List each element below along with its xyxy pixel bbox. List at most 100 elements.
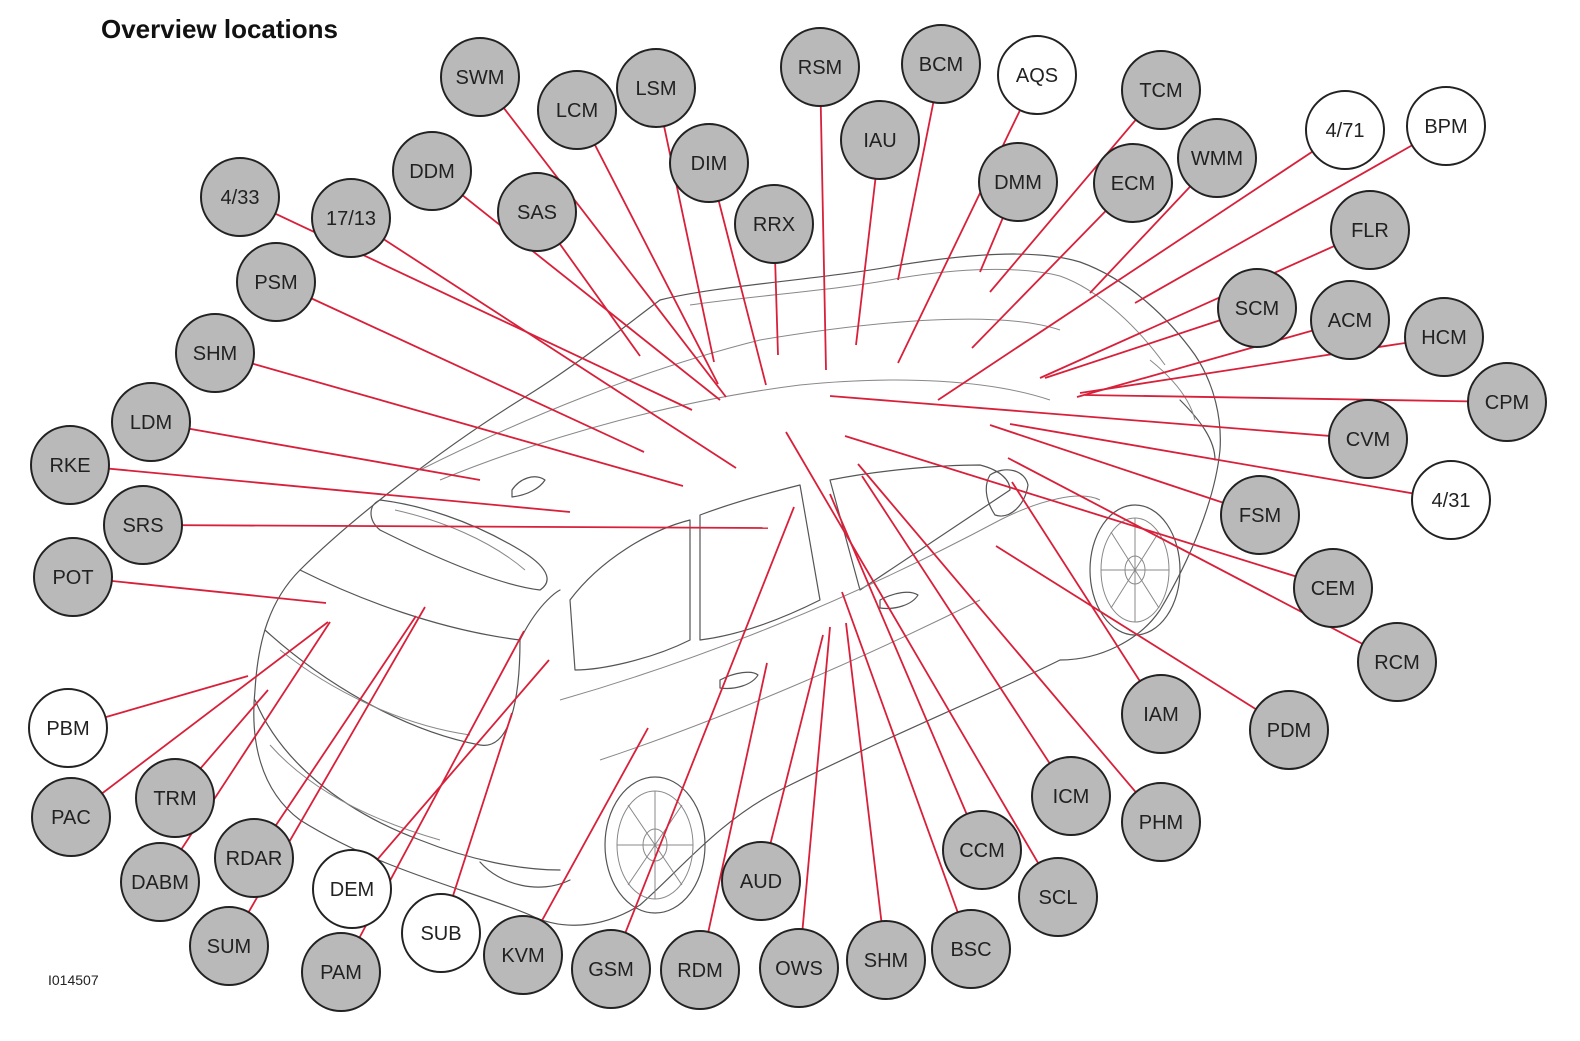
module-circle-rdar (214, 818, 294, 898)
module-label-hcm: HCM (1421, 327, 1467, 349)
module-label-flr: FLR (1351, 220, 1389, 242)
leader-line-gsm (610, 506, 795, 970)
module-circle-iam (1121, 674, 1201, 754)
leader-line-flr (1039, 229, 1371, 379)
module-label-cem: CEM (1311, 578, 1355, 600)
module-label-ows: OWS (775, 958, 823, 980)
leader-line-shm (214, 352, 684, 487)
leader-line-acm (1076, 319, 1351, 398)
module-label-rdar: RDAR (226, 848, 283, 870)
module-node-dmm: DMM (978, 142, 1058, 222)
module-node-rke: RKE (30, 425, 110, 505)
page-title: Overview locations (101, 14, 338, 44)
module-circle-lcm (537, 70, 617, 150)
module-label-bsc: BSC (950, 939, 991, 961)
module-label-bpm: BPM (1424, 116, 1467, 138)
module-label-tcm: TCM (1139, 80, 1182, 102)
module-circle-acm (1310, 280, 1390, 360)
leader-line-lcm (576, 109, 719, 385)
module-node-ldm: LDM (111, 382, 191, 462)
module-label-sub: SUB (420, 923, 461, 945)
module-label-ecm: ECM (1111, 173, 1155, 195)
leader-line-bsc (841, 591, 972, 950)
module-node-bsc: BSC (931, 909, 1011, 989)
module-circle-ccm (942, 810, 1022, 890)
module-circle-lsm (616, 48, 696, 128)
module-label-srs: SRS (122, 515, 163, 537)
module-node-acm: ACM (1310, 280, 1390, 360)
leader-line-aqs (897, 74, 1038, 364)
module-label-scm: SCM (1235, 298, 1279, 320)
leader-line-aud (760, 634, 824, 882)
module-label-fsm: FSM (1239, 505, 1281, 527)
module-label-17-13: 17/13 (326, 208, 376, 230)
module-circle-sas (497, 172, 577, 252)
leader-line-ows (798, 626, 831, 969)
leader-line-cvm (829, 395, 1369, 440)
module-circle-bpm (1406, 86, 1486, 166)
module-circle-bsc (931, 909, 1011, 989)
module-label-aud: AUD (740, 871, 782, 893)
module-node-kvm: KVM (483, 915, 563, 995)
module-circle-shm (175, 313, 255, 393)
module-circle-psm (236, 242, 316, 322)
module-circle-trm (135, 758, 215, 838)
leader-line-cpm (1084, 394, 1508, 403)
module-node-sum: SUM (189, 906, 269, 986)
module-label-cpm: CPM (1485, 392, 1529, 414)
module-node-flr: FLR (1330, 190, 1410, 270)
leader-line-icm (861, 475, 1072, 797)
leader-line-srs (142, 524, 769, 529)
module-circle-hcm (1404, 297, 1484, 377)
module-circle-4-33 (200, 157, 280, 237)
module-label-pot: POT (52, 567, 93, 589)
leader-line-pac (70, 621, 329, 818)
module-node-srs: SRS (103, 485, 183, 565)
module-circle-dabm (120, 842, 200, 922)
module-node-phm: PHM (1121, 782, 1201, 862)
module-label-scl: SCL (1039, 887, 1078, 909)
module-label-gsm: GSM (588, 959, 634, 981)
module-circle-4-71 (1305, 90, 1385, 170)
module-circle-sub (401, 893, 481, 973)
module-circle-ldm (111, 382, 191, 462)
module-node-gsm: GSM (571, 929, 651, 1009)
module-label-iam: IAM (1143, 704, 1179, 726)
module-circle-swm (440, 37, 520, 117)
leader-line-rsm (819, 66, 827, 371)
module-label-dim: DIM (691, 153, 728, 175)
module-node-pam: PAM (301, 932, 381, 1012)
module-node-aud: AUD (721, 841, 801, 921)
module-circle-4-31 (1411, 460, 1491, 540)
module-label-shm: SHM (864, 950, 908, 972)
module-node-trm: TRM (135, 758, 215, 838)
module-label-acm: ACM (1328, 310, 1372, 332)
leader-line-4-71 (937, 129, 1346, 401)
module-circle-rke (30, 425, 110, 505)
module-label-bcm: BCM (919, 54, 963, 76)
module-label-4-31: 4/31 (1432, 490, 1471, 512)
module-label-pdm: PDM (1267, 720, 1311, 742)
leader-line-cem (844, 435, 1334, 589)
module-circle-gsm (571, 929, 651, 1009)
module-label-rke: RKE (49, 455, 90, 477)
module-circle-pbm (28, 688, 108, 768)
module-node-fsm: FSM (1220, 475, 1300, 555)
module-circle-17-13 (311, 178, 391, 258)
module-node-pdm: PDM (1249, 690, 1329, 770)
module-node-pbm: PBM (28, 688, 108, 768)
module-node-sub: SUB (401, 893, 481, 973)
module-circle-dmm (978, 142, 1058, 222)
leader-line-rcm (1007, 457, 1398, 663)
leader-line-shm (845, 622, 887, 961)
module-node-4-71: 4/71 (1305, 90, 1385, 170)
module-circle-bcm (901, 24, 981, 104)
module-node-ddm: DDM (392, 131, 472, 211)
module-label-rcm: RCM (1374, 652, 1420, 674)
module-circle-phm (1121, 782, 1201, 862)
module-label-dabm: DABM (131, 872, 189, 894)
module-label-psm: PSM (254, 272, 297, 294)
module-node-rcm: RCM (1357, 622, 1437, 702)
module-node-rrx: RRX (734, 184, 814, 264)
